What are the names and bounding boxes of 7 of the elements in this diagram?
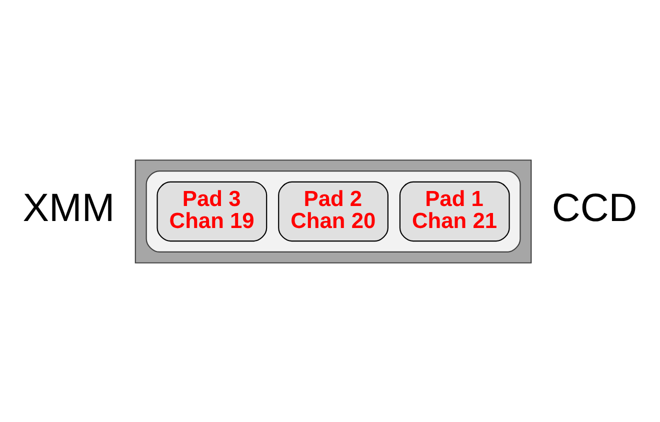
node-box: Pad 2 Chan 20: [278, 180, 388, 242]
node-box: Pad 3 Chan 19: [156, 180, 268, 242]
label: XMM: [22, 186, 115, 230]
cluster: [134, 159, 532, 263]
label: CCD: [552, 186, 638, 230]
cluster: [146, 170, 521, 252]
node-box: Pad 1 Chan 21: [399, 180, 510, 242]
